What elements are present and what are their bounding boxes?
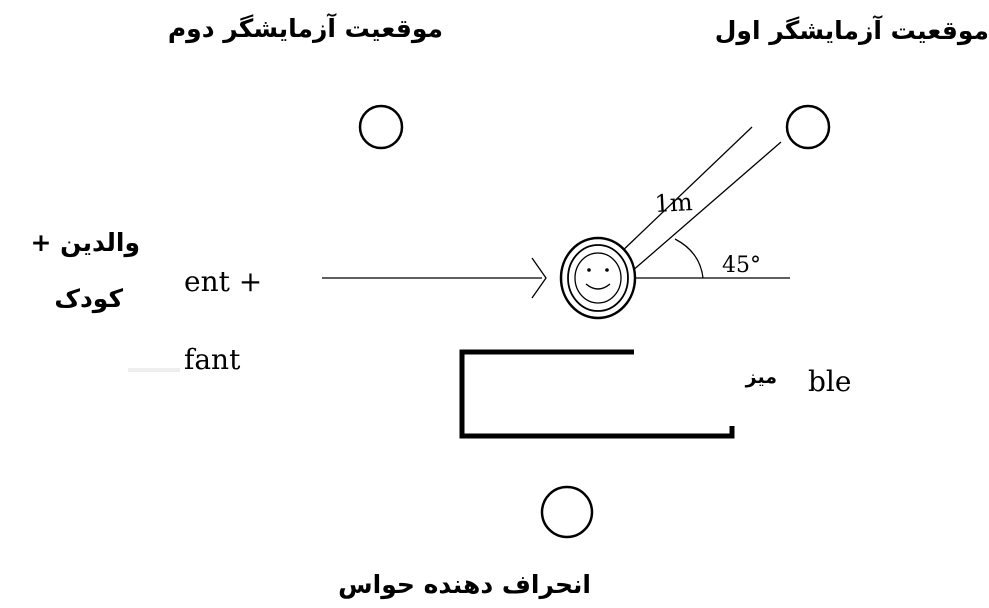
parent-child-label-line2: کودک bbox=[54, 284, 123, 313]
observer-1-label: موقعیت آزمایشگر اول bbox=[714, 16, 989, 45]
image-artifact bbox=[128, 368, 180, 372]
distance-line-lower bbox=[630, 141, 782, 273]
distance-label: 1m bbox=[654, 188, 694, 218]
distractor-position-icon bbox=[540, 485, 594, 539]
observer-2-position-icon bbox=[358, 104, 404, 150]
angle-arc bbox=[674, 238, 704, 279]
parent-fragment-text: ent + bbox=[184, 265, 263, 298]
infant-fragment-text: fant bbox=[184, 343, 241, 376]
parent-child-label-line1: والدین + bbox=[30, 228, 140, 257]
observer-2-label: موقعیت آزمایشگر دوم bbox=[167, 14, 443, 43]
infant-face-icon bbox=[559, 236, 637, 320]
observer-1-position-icon bbox=[785, 104, 831, 150]
table-label: میز bbox=[745, 366, 777, 388]
approach-arrow-head bbox=[531, 257, 547, 299]
distractor-label: انحراف دهنده حواس bbox=[338, 570, 591, 599]
distance-line-upper bbox=[617, 126, 753, 256]
table-shape bbox=[459, 349, 735, 439]
table-fragment-text: ble bbox=[808, 365, 852, 398]
angle-label: 45° bbox=[722, 253, 761, 278]
